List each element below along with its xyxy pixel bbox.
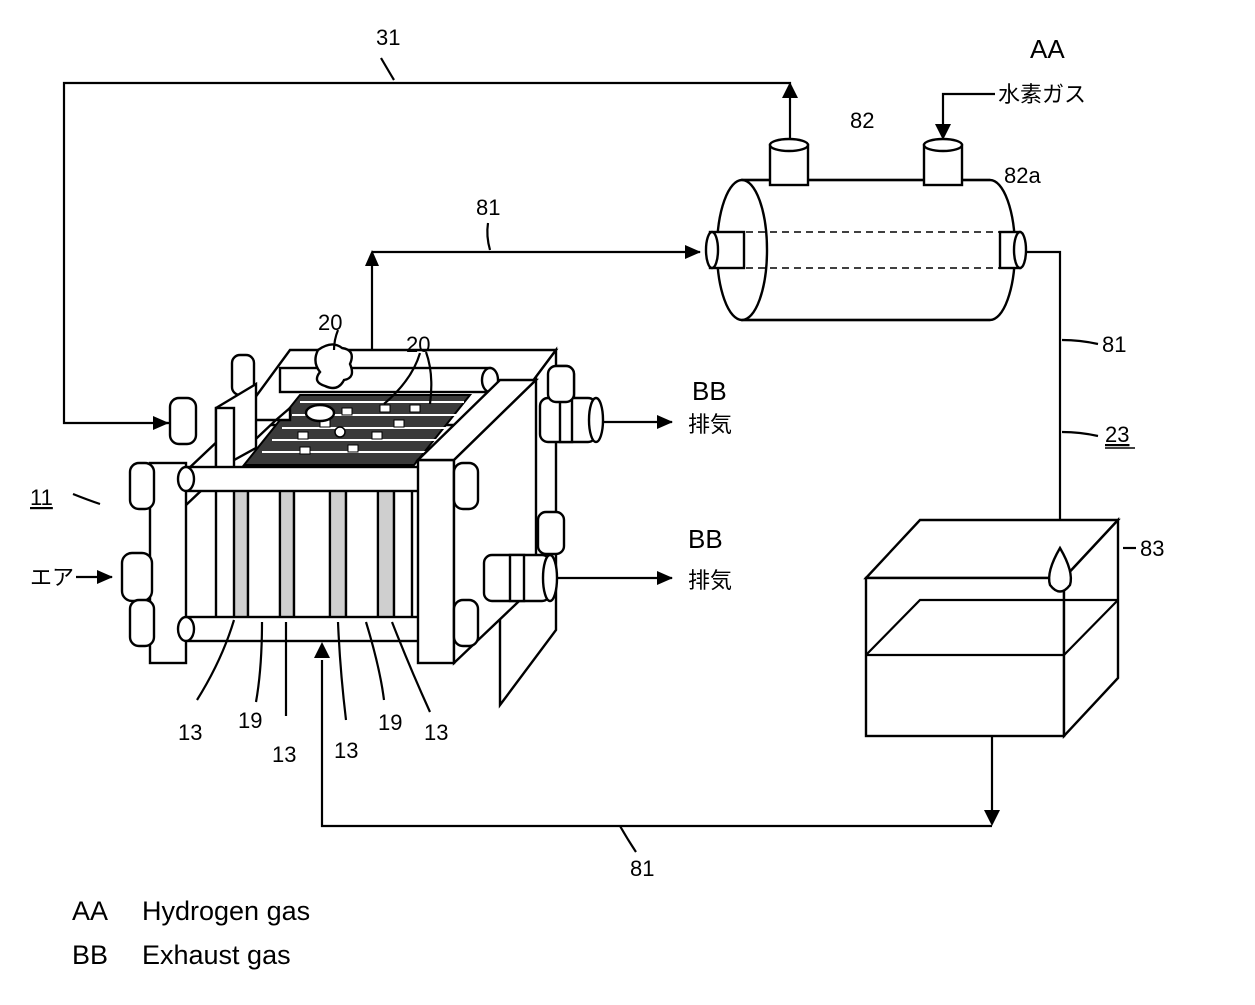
label-aa-top: AA — [1030, 34, 1065, 64]
hydrogen-inlet-arrow — [935, 94, 995, 140]
label-81-bottom: 81 — [630, 856, 654, 881]
label-20-a: 20 — [318, 310, 342, 335]
legend-text-exhaust: Exhaust gas — [142, 940, 291, 970]
label-13-a: 13 — [178, 720, 202, 745]
fuel-cell-stack-11 — [122, 344, 603, 705]
label-82a: 82a — [1004, 163, 1041, 188]
label-13-d: 13 — [424, 720, 448, 745]
legend-code-bb: BB — [72, 940, 108, 970]
label-19-a: 19 — [238, 708, 262, 733]
label-83: 83 — [1140, 536, 1164, 561]
legend-code-aa: AA — [72, 896, 108, 926]
legend: AA Hydrogen gas BB Exhaust gas — [72, 896, 310, 970]
label-bb-upper: BB — [692, 376, 727, 406]
label-23: 23 — [1105, 422, 1129, 447]
label-19-b: 19 — [378, 710, 402, 735]
label-13-b: 13 — [272, 742, 296, 767]
label-82: 82 — [850, 108, 874, 133]
line-81-to-reservoir — [1026, 252, 1135, 545]
label-hydrogen-jp: 水素ガス — [998, 83, 1086, 108]
label-bb-lower: BB — [688, 524, 723, 554]
label-81-right: 81 — [1102, 332, 1126, 357]
legend-text-hydrogen: Hydrogen gas — [142, 896, 310, 926]
label-20-b: 20 — [406, 332, 430, 357]
water-reservoir-83 — [866, 520, 1136, 736]
label-exhaust-jp-lower: 排気 — [688, 569, 732, 594]
label-air-jp: エア — [30, 566, 74, 591]
label-31: 31 — [376, 25, 400, 50]
label-exhaust-jp-upper: 排気 — [688, 413, 732, 438]
label-13-c: 13 — [334, 738, 358, 763]
label-11: 11 — [30, 485, 53, 510]
exhaust-arrows — [556, 422, 672, 578]
label-81-top: 81 — [476, 195, 500, 220]
